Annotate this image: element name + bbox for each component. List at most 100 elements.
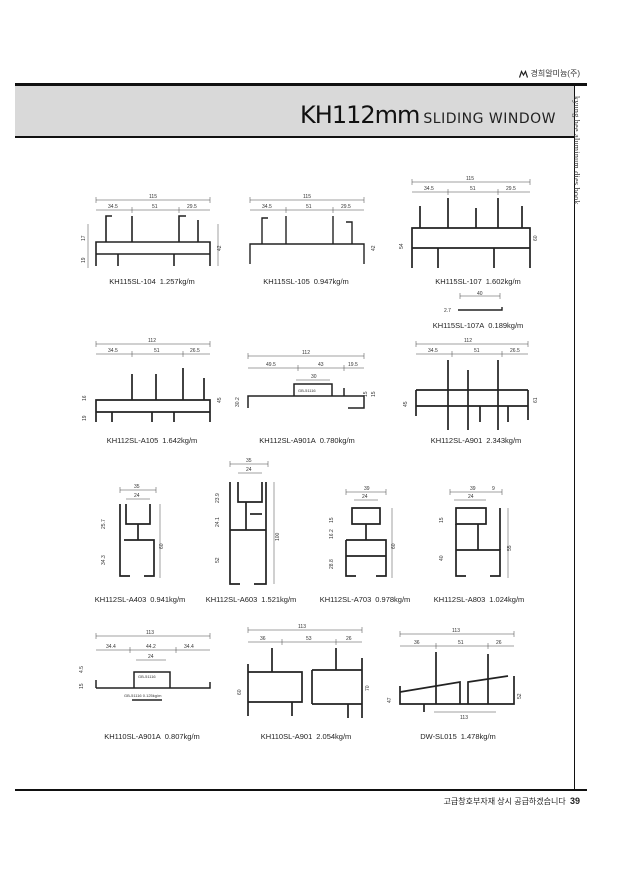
- svg-text:34.5: 34.5: [108, 348, 118, 354]
- page-footer: 고급창호부자재 상시 공급하겠습니다 39: [444, 796, 580, 807]
- svg-text:34.3: 34.3: [101, 555, 107, 565]
- profile-weight: 1.024kg/m: [489, 595, 525, 604]
- svg-text:23.9: 23.9: [215, 493, 221, 503]
- svg-text:34.5: 34.5: [428, 348, 438, 354]
- footer-rule: [15, 789, 587, 791]
- svg-text:113: 113: [452, 628, 460, 634]
- svg-text:49.5: 49.5: [266, 362, 276, 368]
- svg-text:51: 51: [458, 640, 464, 646]
- svg-text:47: 47: [387, 697, 393, 703]
- svg-text:100: 100: [275, 532, 281, 541]
- profile-code: KH110SL-A901: [260, 732, 313, 741]
- svg-text:35: 35: [246, 458, 252, 464]
- svg-text:15: 15: [329, 517, 335, 523]
- side-caption: kyung hee aluminum dies book: [572, 96, 581, 205]
- profile-code: KH112SL-A901: [430, 436, 483, 445]
- profile-code: KH112SL-A703: [319, 595, 372, 604]
- svg-text:30: 30: [311, 374, 317, 380]
- svg-text:15: 15: [363, 391, 369, 397]
- svg-text:29.5: 29.5: [341, 204, 351, 210]
- profile-weight: 0.780kg/m: [319, 436, 355, 445]
- profile-code: KH112SL-A403: [94, 595, 147, 604]
- svg-text:34.5: 34.5: [108, 204, 118, 210]
- svg-text:24: 24: [468, 494, 474, 500]
- profile-weight: 1.521kg/m: [261, 595, 297, 604]
- svg-text:24.1: 24.1: [215, 517, 221, 527]
- profile-code: KH115SL-107A: [432, 321, 485, 330]
- svg-text:26.5: 26.5: [510, 348, 520, 354]
- svg-text:4.5: 4.5: [79, 666, 85, 673]
- svg-text:40: 40: [477, 291, 483, 297]
- profile-code: KH115SL-104: [109, 277, 156, 286]
- svg-text:15: 15: [439, 517, 445, 523]
- brand-mark: 경희알미늄(주): [518, 68, 580, 79]
- profile-code: KH112SL-A105: [106, 436, 159, 445]
- profile-weight: 1.478kg/m: [460, 732, 496, 741]
- svg-text:24: 24: [362, 494, 368, 500]
- svg-text:28.8: 28.8: [329, 559, 335, 569]
- profile-weight: 1.257kg/m: [159, 277, 195, 286]
- svg-text:54: 54: [399, 243, 405, 249]
- profile-code: KH115SL-107: [435, 277, 482, 286]
- svg-text:30.2: 30.2: [235, 397, 241, 407]
- svg-text:112: 112: [464, 338, 472, 344]
- svg-text:53: 53: [306, 636, 312, 642]
- svg-text:24: 24: [148, 654, 154, 660]
- svg-text:44.2: 44.2: [146, 644, 156, 650]
- svg-text:60: 60: [533, 235, 539, 241]
- page-number: 39: [569, 796, 580, 806]
- svg-text:34.4: 34.4: [184, 644, 194, 650]
- svg-text:19.5: 19.5: [348, 362, 358, 368]
- svg-text:43: 43: [318, 362, 324, 368]
- profile-weight: 2.343kg/m: [486, 436, 522, 445]
- svg-text:39: 39: [470, 486, 476, 492]
- title-main: KH112mm: [300, 101, 420, 129]
- svg-text:51: 51: [474, 348, 480, 354]
- profile-weight: 2.054kg/m: [316, 732, 352, 741]
- svg-text:35: 35: [134, 484, 140, 490]
- svg-text:26: 26: [496, 640, 502, 646]
- right-margin-rule: [574, 86, 575, 789]
- svg-text:26.5: 26.5: [190, 348, 200, 354]
- svg-text:70: 70: [365, 685, 371, 691]
- svg-text:60: 60: [391, 543, 397, 549]
- footer-slogan: 고급창호부자재 상시 공급하겠습니다: [443, 797, 566, 806]
- svg-text:16.2: 16.2: [329, 529, 335, 539]
- svg-text:112: 112: [148, 338, 156, 344]
- svg-text:15: 15: [79, 683, 85, 689]
- gasket-note: GB-51116 0.125kg/m: [124, 693, 162, 698]
- svg-text:113: 113: [298, 624, 306, 630]
- svg-text:51: 51: [154, 348, 160, 354]
- svg-text:34.5: 34.5: [262, 204, 272, 210]
- svg-text:55: 55: [507, 545, 513, 551]
- svg-text:113: 113: [146, 630, 154, 636]
- profile-code: KH112SL-A603: [205, 595, 258, 604]
- svg-text:24: 24: [246, 467, 252, 473]
- svg-text:2.7: 2.7: [444, 308, 451, 314]
- svg-text:36: 36: [260, 636, 266, 642]
- svg-text:60: 60: [159, 543, 165, 549]
- profile-code: DW-SL015: [420, 732, 457, 741]
- profile-weight: 0.189kg/m: [488, 321, 524, 330]
- svg-text:115: 115: [149, 194, 157, 200]
- svg-text:42: 42: [371, 245, 377, 251]
